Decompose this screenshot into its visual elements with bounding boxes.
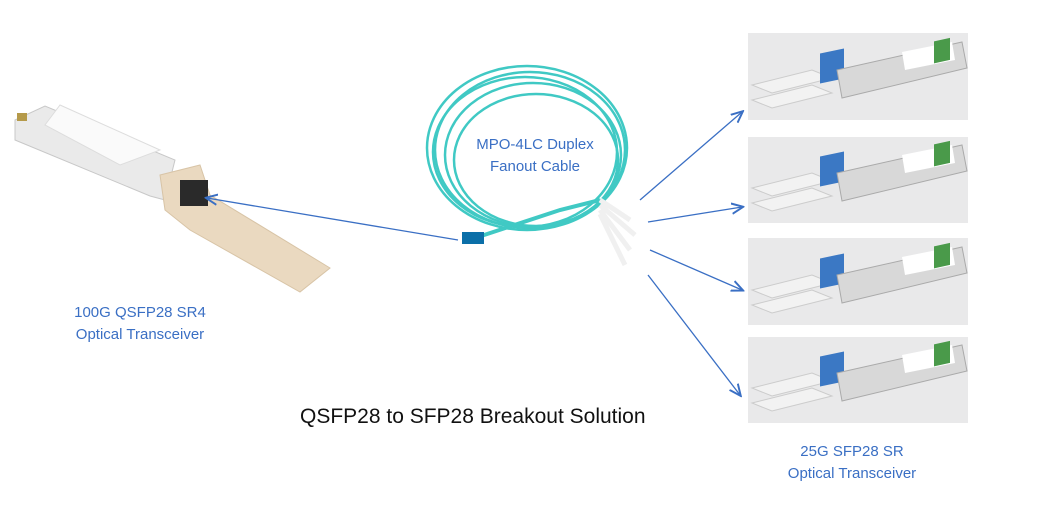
connection-arrows bbox=[207, 112, 742, 395]
mpo-fanout-cable-image bbox=[425, 64, 637, 267]
cable-label-line1: MPO-4LC Duplex bbox=[476, 136, 594, 153]
sfp28-transceiver-image bbox=[751, 140, 968, 212]
qsfp28-transceiver-image bbox=[14, 104, 331, 293]
arrow-to-sfp28-4 bbox=[647, 274, 740, 395]
cable-label: MPO-4LC Duplex Fanout Cable bbox=[455, 134, 615, 178]
arrow-to-qsfp28 bbox=[207, 198, 459, 241]
sfp28-label-line1: 25G SFP28 SR bbox=[800, 443, 904, 460]
qsfp28-label-line2: Optical Transceiver bbox=[75, 326, 205, 343]
qsfp28-label: 100G QSFP28 SR4 Optical Transceiver bbox=[40, 302, 240, 346]
sfp28-transceiver-image bbox=[751, 242, 968, 314]
arrow-to-sfp28-1 bbox=[639, 112, 742, 201]
qsfp28-label-line1: 100G QSFP28 SR4 bbox=[74, 304, 206, 321]
sfp28-label-line2: Optical Transceiver bbox=[787, 465, 917, 482]
sfp28-transceiver-image bbox=[751, 340, 968, 412]
sfp28-transceiver-image bbox=[751, 37, 968, 109]
arrow-to-sfp28-3 bbox=[649, 249, 742, 290]
cable-label-line2: Fanout Cable bbox=[489, 158, 581, 175]
arrow-to-sfp28-2 bbox=[647, 207, 742, 223]
sfp28-label: 25G SFP28 SR Optical Transceiver bbox=[752, 441, 952, 485]
diagram-title: QSFP28 to SFP28 Breakout Solution bbox=[300, 405, 646, 428]
